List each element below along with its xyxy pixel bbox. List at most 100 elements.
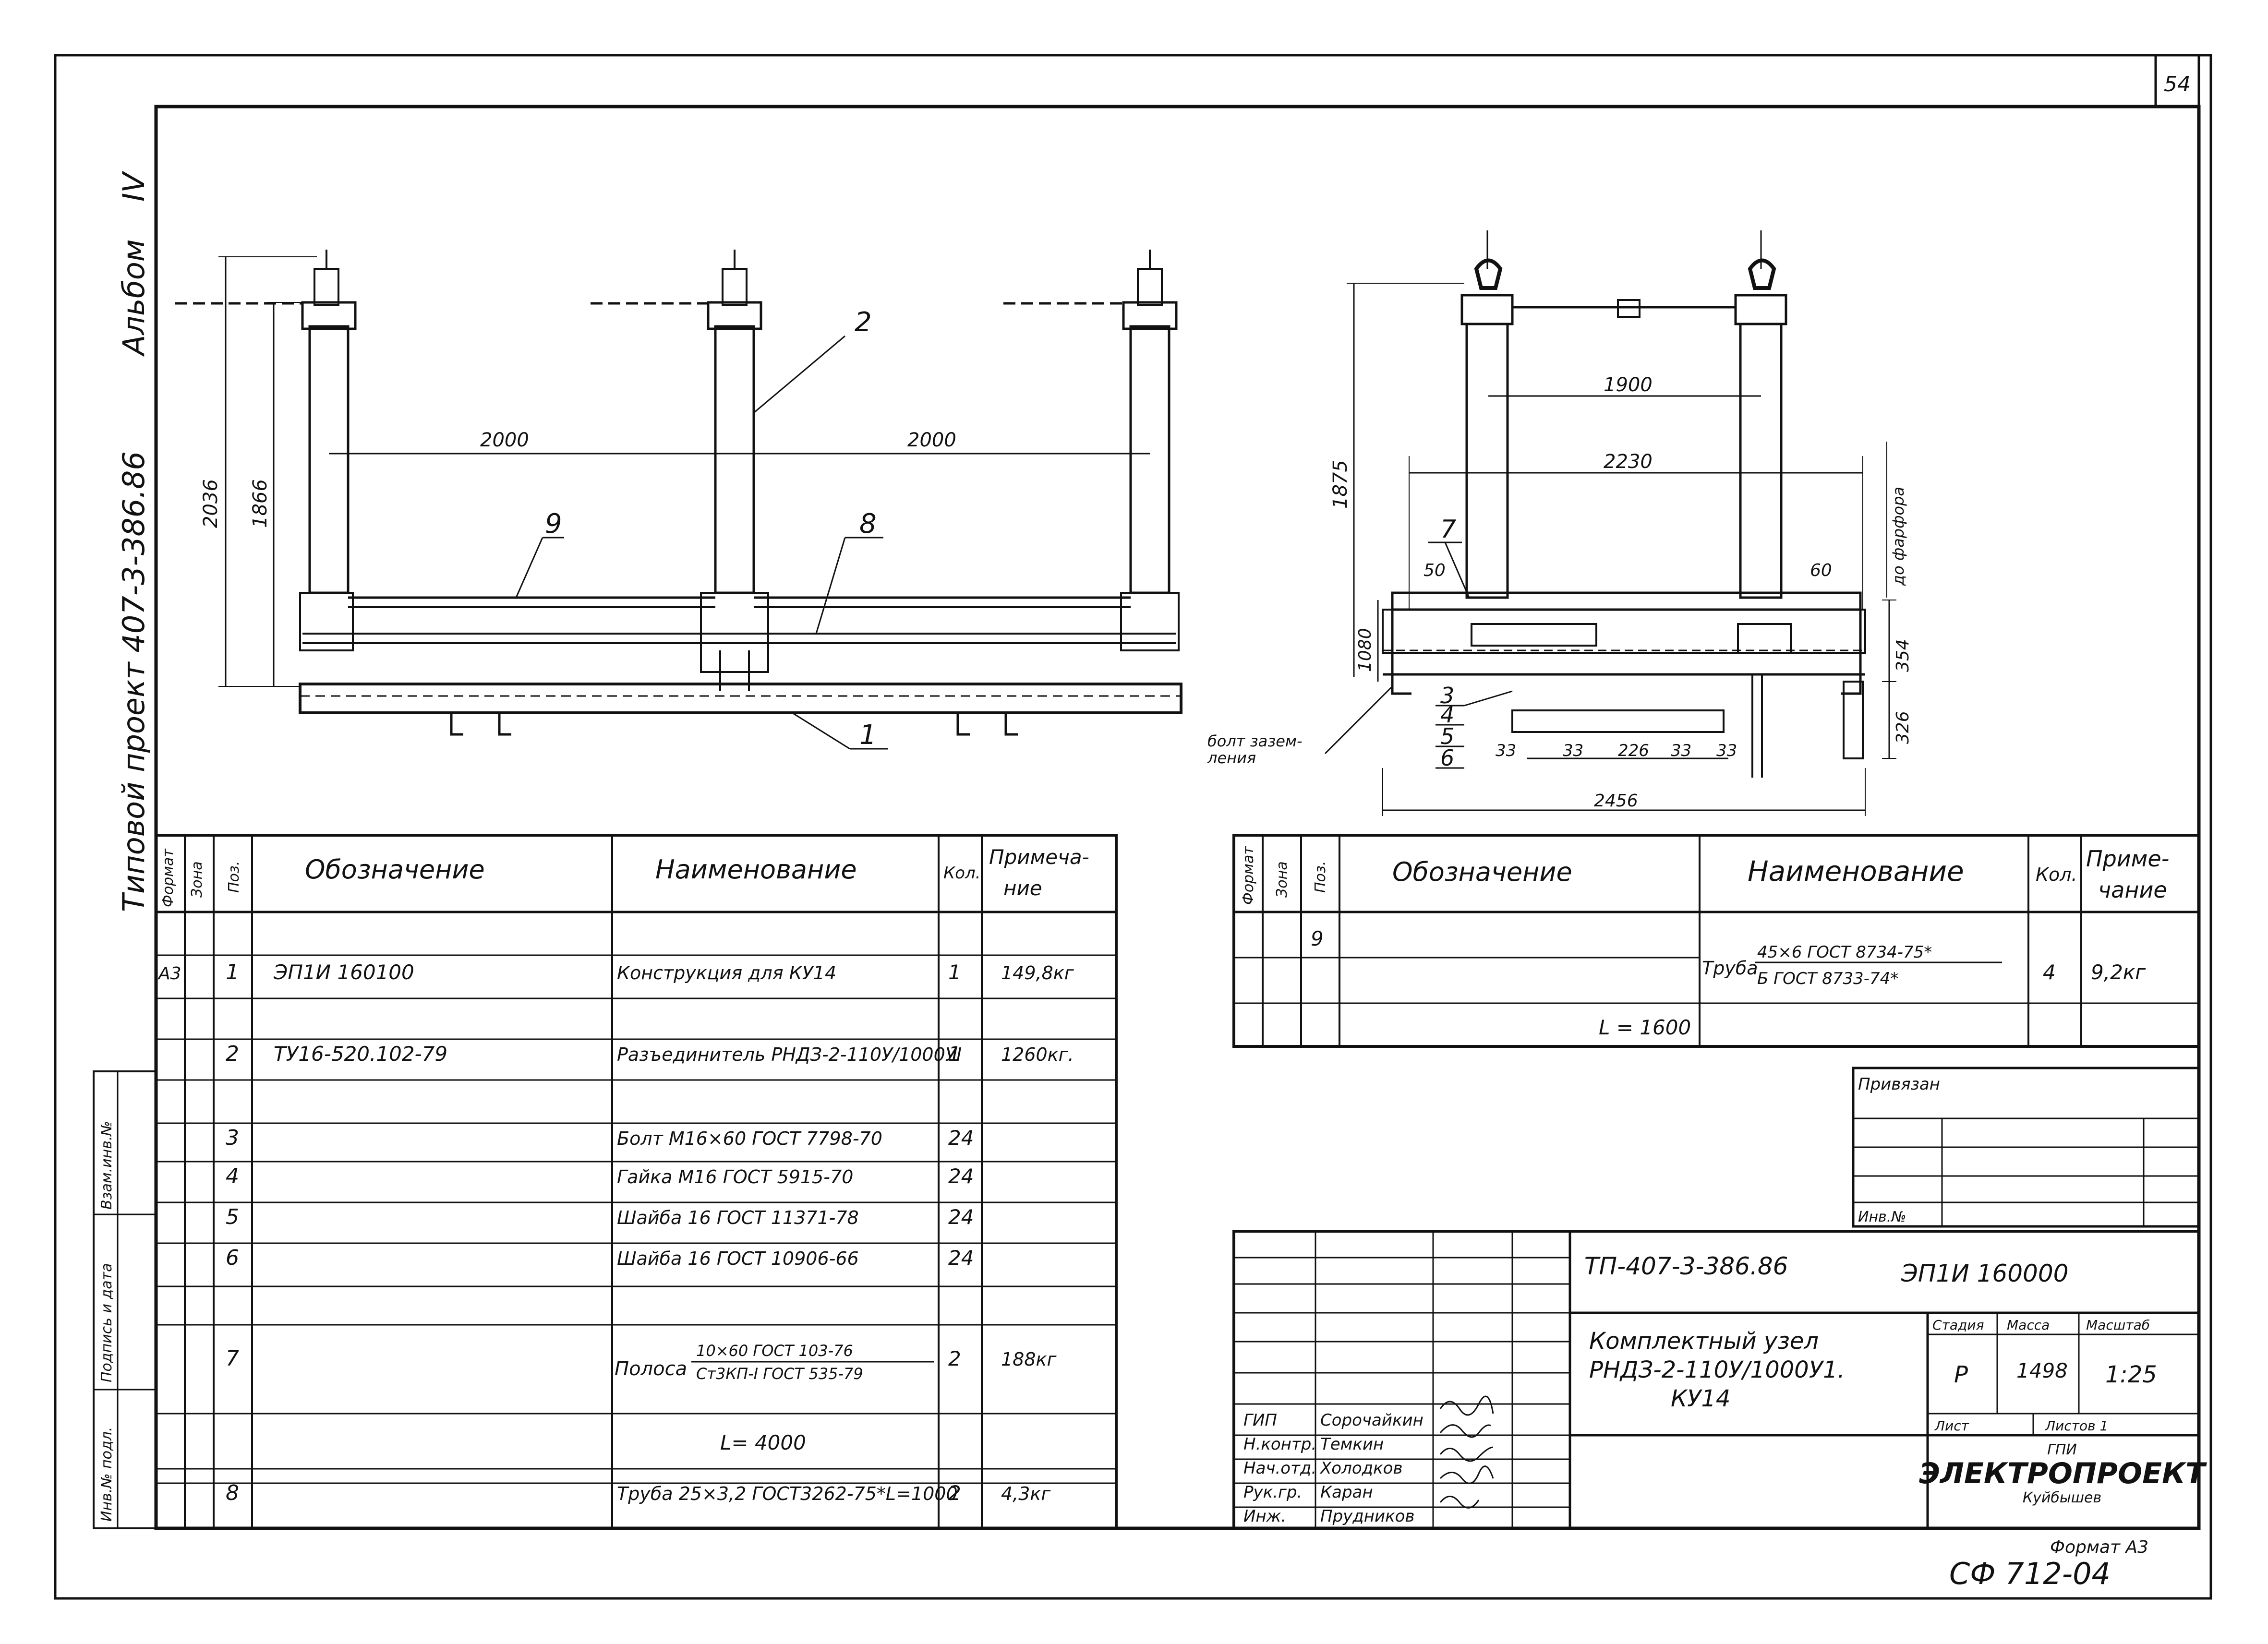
stage-label: Стадия — [1932, 1317, 1984, 1333]
dim-226: 226 — [1618, 741, 1649, 760]
note-to-porcelain: до фарфора — [1889, 487, 1907, 586]
signer-name: Сорочайкин — [1320, 1411, 1424, 1430]
callout-4: 4 — [1440, 702, 1454, 728]
row-length: L = 1600 — [1599, 1016, 1691, 1039]
side-view-drawing — [1324, 230, 1896, 816]
footer-code: СФ 712-04 — [1949, 1556, 2111, 1591]
doc-name-line2: РНДЗ-2-110У/1000У1. — [1589, 1356, 1845, 1383]
signer-name: Темкин — [1320, 1435, 1384, 1454]
row-designation: ТУ16-520.102-79 — [274, 1042, 447, 1066]
row-name: Гайка М16 ГОСТ 5915-70 — [617, 1166, 853, 1188]
row-format: А3 — [157, 964, 181, 984]
sheet-number-box — [2154, 54, 2200, 108]
mass-label: Масса — [2007, 1317, 2050, 1333]
dim-326: 326 — [1893, 711, 1913, 744]
row-qty: 1 — [948, 960, 961, 984]
scale-value: 1:25 — [2105, 1361, 2157, 1388]
signer-name: Холодков — [1319, 1459, 1403, 1478]
row-pos: 3 — [226, 1126, 239, 1150]
callout-2: 2 — [855, 307, 872, 338]
row-frac-top: 45×6 ГОСТ 8734-75* — [1757, 943, 1932, 962]
signer-name: Прудников — [1320, 1507, 1414, 1526]
dim-33: 33 — [1716, 741, 1737, 760]
signer-role: Рук.гр. — [1243, 1483, 1302, 1502]
row-name: Болт М16×60 ГОСТ 7798-70 — [617, 1128, 882, 1149]
dim-2456: 2456 — [1594, 791, 1638, 811]
org-top: ГПИ — [2047, 1441, 2077, 1458]
col-pos: Поз. — [1312, 861, 1329, 893]
front-view-drawing — [175, 250, 1182, 750]
row-name: L= 4000 — [720, 1431, 806, 1454]
callout-9: 9 — [545, 508, 562, 540]
row-name: Разъединитель РНДЗ-2-110У/1000УI — [617, 1044, 962, 1065]
stage-value: Р — [1954, 1361, 1968, 1388]
dim-354: 354 — [1893, 639, 1913, 672]
dim-33: 33 — [1671, 741, 1691, 760]
dim-width-1900: 1900 — [1604, 374, 1653, 396]
callout-8: 8 — [859, 508, 877, 540]
callout-3: 3 — [1440, 683, 1454, 708]
dim-spacing-left: 2000 — [480, 429, 529, 451]
row-qty: 2 — [948, 1481, 961, 1505]
col-note-2: ние — [1003, 876, 1042, 900]
org-city: Куйбышев — [2023, 1489, 2101, 1506]
row-pos: 2 — [226, 1042, 239, 1066]
row-pos: 4 — [226, 1164, 239, 1188]
doc-name-line3: КУ14 — [1671, 1385, 1730, 1412]
row-designation: ЭП1И 160100 — [273, 960, 414, 984]
col-note-2: чание — [2098, 877, 2167, 903]
note-grounding-bolt: болт зазем- — [1207, 732, 1303, 750]
callout-5: 5 — [1440, 723, 1454, 749]
row-qty: 24 — [948, 1126, 974, 1150]
doc-code-2: ЭП1И 160000 — [1901, 1260, 2069, 1287]
spec-table-right — [1232, 834, 2200, 1048]
row-name: Труба 25×3,2 ГОСТ3262-75*L=1000 — [617, 1483, 958, 1504]
row-frac-top: 10×60 ГОСТ 103-76 — [696, 1342, 853, 1360]
col-zone: Зона — [1274, 861, 1291, 898]
sheets-label: Листов 1 — [2045, 1418, 2108, 1434]
row-note: 4,3кг — [1001, 1483, 1051, 1504]
callout-1: 1 — [859, 720, 877, 751]
row-pos: 9 — [1311, 927, 1324, 950]
privyazan-box — [1852, 1067, 2200, 1228]
col-qty: Кол. — [943, 864, 980, 883]
sheet-number: 54 — [2164, 72, 2191, 96]
row-name: Труба — [1702, 958, 1758, 979]
outer-frame — [54, 54, 2212, 1600]
row-note: 149,8кг — [1001, 962, 1074, 984]
sheet-label: Лист — [1934, 1418, 1969, 1434]
row-qty: 2 — [948, 1347, 961, 1370]
dim-1080: 1080 — [1355, 628, 1375, 672]
row-pos: 7 — [226, 1346, 239, 1371]
dim-33: 33 — [1496, 741, 1516, 760]
privyazan-label: Привязан — [1858, 1075, 1940, 1094]
col-zone: Зона — [189, 861, 205, 898]
inv-label: Инв.№ — [1858, 1209, 1906, 1225]
dim-spacing-right: 2000 — [907, 429, 956, 451]
row-qty: 24 — [948, 1164, 974, 1188]
row-note: 188кг — [1001, 1349, 1057, 1370]
project-label: Типовой проект 407-3-386.86 — [116, 451, 151, 912]
dim-height: 1875 — [1329, 460, 1351, 509]
row-qty: 24 — [948, 1246, 974, 1270]
spec-table-left — [155, 834, 1118, 1530]
strip-label: Взам.инв.№ — [98, 1121, 115, 1210]
left-stamp-strip: Взам.инв.№ Подпись и дата Инв.№ подл. — [93, 1070, 157, 1529]
inner-frame — [154, 105, 2201, 1530]
row-note: 1260кг. — [1001, 1044, 1074, 1065]
doc-code: ТП-407-3-386.86 — [1584, 1252, 1788, 1280]
row-pos: 5 — [226, 1205, 239, 1229]
dim-33: 33 — [1563, 741, 1583, 760]
row-name: Конструкция для КУ14 — [617, 962, 836, 984]
row-frac-bot: Ст3КП-I ГОСТ 535-79 — [696, 1365, 863, 1383]
callout-7: 7 — [1440, 515, 1456, 544]
row-frac-bot: Б ГОСТ 8733-74* — [1757, 969, 1898, 988]
callout-6: 6 — [1440, 745, 1454, 771]
album-number: IV — [116, 170, 151, 202]
dim-height-insulator: 1866 — [249, 479, 271, 528]
mass-value: 1498 — [2016, 1359, 2068, 1382]
signer-role: Нач.отд. — [1243, 1459, 1316, 1478]
doc-name-line1: Комплектный узел — [1589, 1328, 1819, 1355]
format-label: Формат А3 — [2050, 1537, 2148, 1557]
